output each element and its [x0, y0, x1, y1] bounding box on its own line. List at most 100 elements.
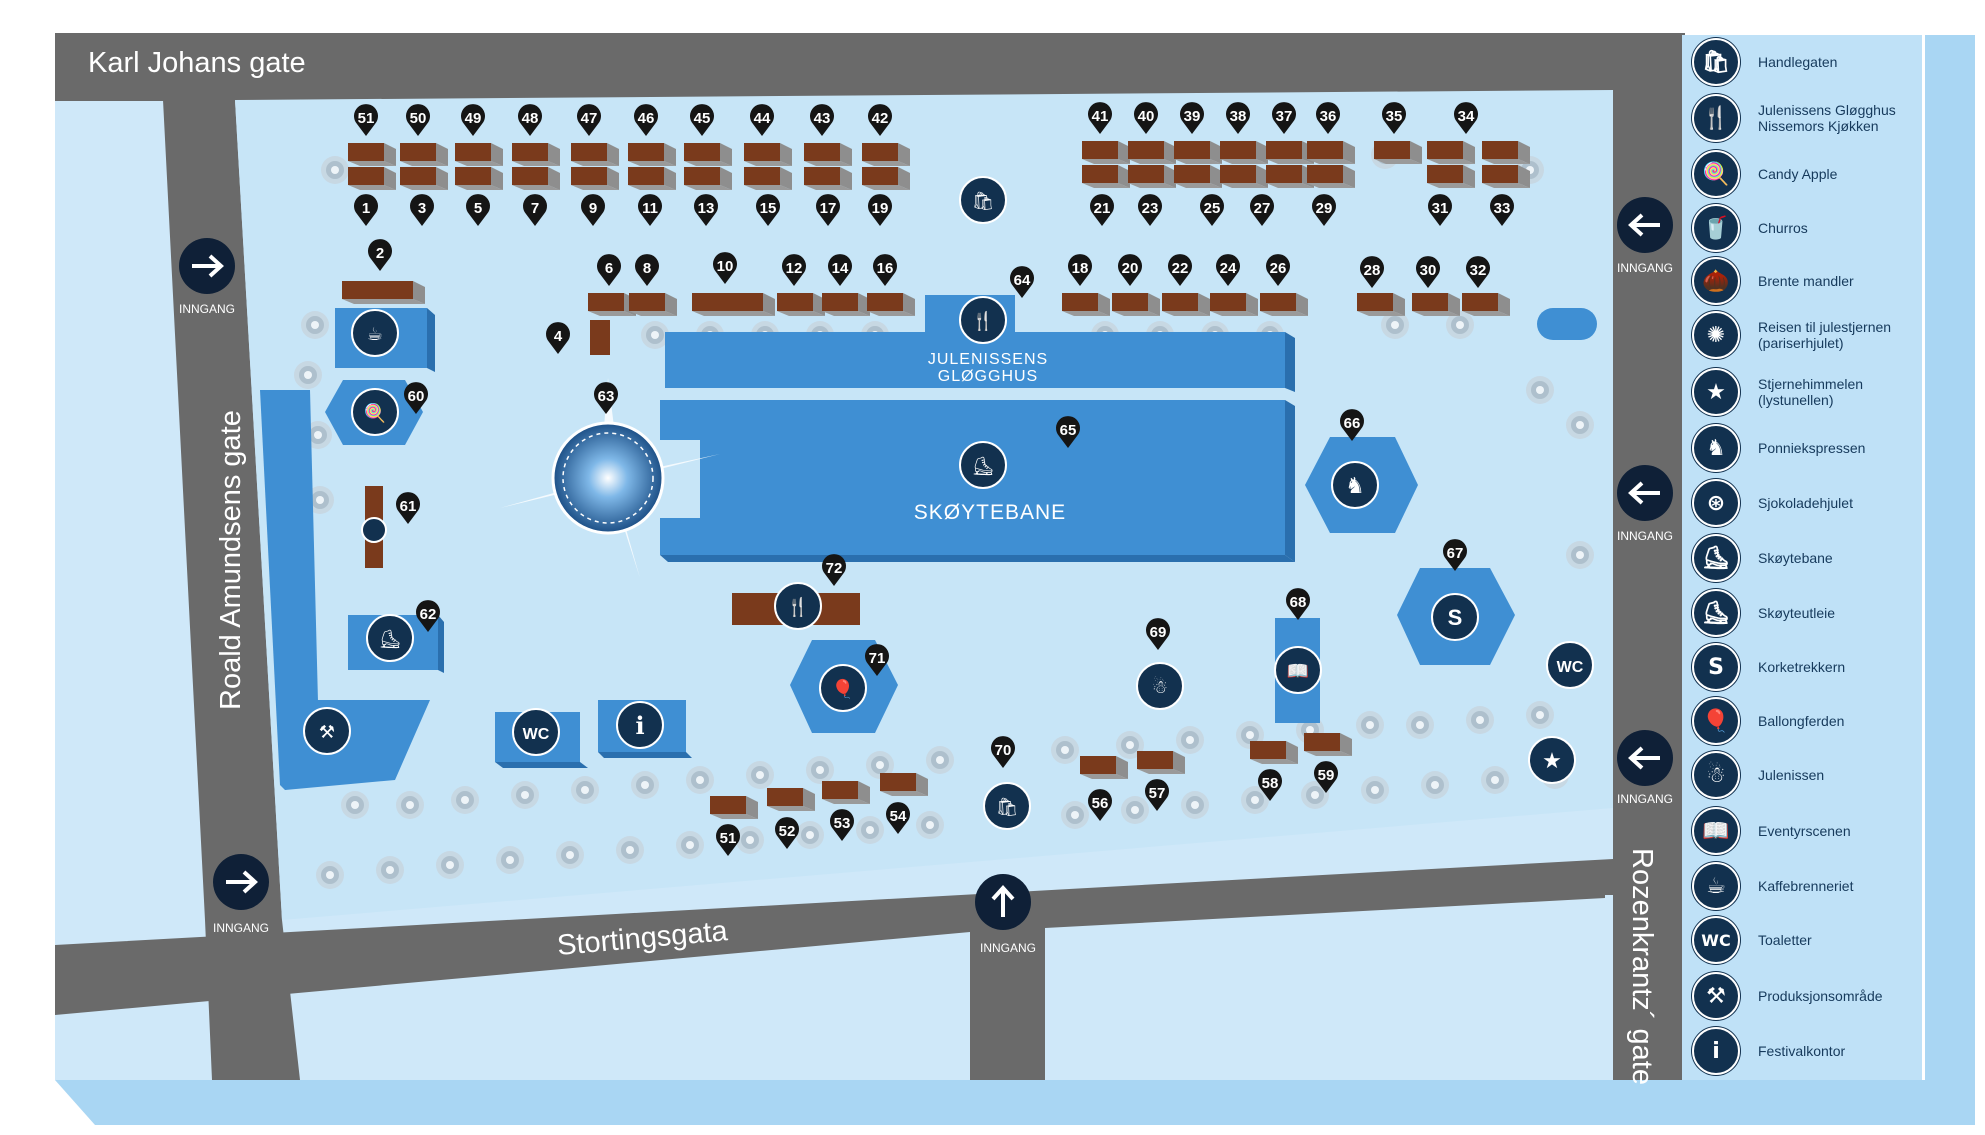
map-pin: 42: [868, 104, 893, 136]
map-pin: 61: [395, 492, 420, 524]
pin-number: 60: [408, 388, 425, 405]
map-pin: 57: [1145, 779, 1170, 811]
ferris-wheel-icon: ✺: [1692, 311, 1740, 359]
legend-item: 🍭Candy Apple: [1692, 150, 1837, 198]
pin-number: 49: [465, 110, 482, 127]
map-pin: 47: [577, 104, 602, 136]
pin-number: 1: [362, 200, 370, 217]
bag-icon: 🛍: [959, 176, 1007, 224]
santa-icon: ☃: [1136, 662, 1184, 710]
legend-label: Ponniekspressen: [1758, 440, 1866, 456]
map-pin: 31: [1428, 194, 1452, 226]
map-pin: 23: [1138, 194, 1163, 226]
map-pin: 52: [774, 817, 800, 849]
map-pin: 33: [1490, 194, 1515, 226]
legend-label: Sjokoladehjulet: [1758, 495, 1853, 511]
legend-label: Kaffebrenneriet: [1758, 878, 1854, 894]
churros-icon: 🥤: [1692, 204, 1740, 252]
svg-text:WC: WC: [523, 726, 550, 743]
pin-number: 54: [890, 808, 907, 825]
map-pin: 51: [353, 104, 378, 136]
pin-number: 36: [1320, 108, 1337, 125]
road-karl-johans-gate: [55, 33, 1685, 101]
pin-number: 32: [1470, 262, 1487, 279]
pin-number: 64: [1014, 272, 1031, 289]
map-pin: 16: [872, 254, 897, 286]
bag-icon: 🛍: [1692, 38, 1740, 86]
wheel-icon: [361, 517, 387, 543]
entrance-east-middle[interactable]: INNGANG: [1617, 465, 1673, 543]
map-pin: 30: [1416, 256, 1440, 288]
map-pin: 62: [416, 600, 440, 632]
map-pin: 35: [1382, 102, 1406, 134]
pin-number: 6: [605, 260, 613, 277]
skate-icon: ⛸: [366, 614, 414, 662]
street-roald-amundsens-gate: Roald Amundsens gate: [215, 410, 247, 710]
map-pin: 19: [868, 194, 893, 226]
legend-item: 🥤 Churros: [1692, 204, 1808, 252]
pin-number: 26: [1270, 260, 1287, 277]
ferris-wheel[interactable]: [500, 378, 720, 578]
road-stortingsgata: [55, 855, 1685, 1080]
pin-number: 65: [1060, 422, 1077, 439]
info-icon: i: [1692, 1027, 1740, 1075]
map-pin: 48: [517, 104, 542, 136]
map-pin: 25: [1200, 194, 1224, 226]
info-icon: i: [616, 701, 664, 749]
entrance-label: INNGANG: [980, 941, 1036, 955]
map-pin: 1: [353, 194, 378, 226]
cutlery-drink-icon: 🍴: [1692, 94, 1740, 142]
entrance-west-bottom[interactable]: INNGANG: [213, 854, 269, 935]
legend-item: ☃Julenissen: [1692, 751, 1824, 799]
map-shadow-bottom: [55, 1080, 1965, 1125]
map-icon-badges[interactable]: 🛍 🍴 ⛸ ☕ 🍭 ⛸ ⚒ WC i 🍴 🎈 🛍 ☃ 📖 ♞ S WC ★: [303, 176, 1594, 830]
pin-number: 50: [410, 110, 427, 127]
entrance-east-bottom[interactable]: INNGANG: [1617, 730, 1673, 806]
map-pin: 53: [830, 809, 855, 841]
map-pin: 60: [404, 382, 428, 414]
entrance-south[interactable]: INNGANG: [975, 874, 1036, 955]
pin-number: 2: [376, 245, 384, 262]
pin-number: 13: [698, 200, 715, 217]
entrance-west-top[interactable]: INNGANG: [179, 238, 235, 316]
balloon-icon: 🎈: [819, 664, 867, 712]
glogghus-label-line2: GLØGGHUS: [938, 368, 1038, 385]
pin-number: 70: [995, 742, 1012, 759]
book-icon: 📖: [1274, 646, 1322, 694]
pin-number: 22: [1172, 260, 1189, 277]
map-pin: 41: [1088, 102, 1113, 134]
map-pin: 67: [1443, 539, 1467, 571]
tools-icon: ⚒: [1692, 972, 1740, 1020]
map-pin: 38: [1226, 102, 1251, 134]
entrance-label: INNGANG: [1617, 529, 1673, 543]
legend-item: 📖Eventyrscenen: [1692, 807, 1851, 855]
legend-label: Churros: [1758, 220, 1808, 236]
map-pin: 64: [1010, 266, 1035, 298]
pin-number: 68: [1290, 594, 1307, 611]
pin-number: 47: [581, 110, 598, 127]
map-pin: 70: [990, 736, 1016, 768]
map-pin: 28: [1360, 256, 1385, 288]
pin-number: 20: [1122, 260, 1139, 277]
map-pin: 36: [1316, 102, 1341, 134]
horse-icon: ♞: [1692, 424, 1740, 472]
map-pin: 44: [749, 104, 774, 136]
legend-label: Julenissens Gløgghus Nissemors Kjøkken: [1758, 102, 1896, 134]
entrance-label: INNGANG: [1617, 261, 1673, 275]
glogghus-label-line1: JULENISSENS: [928, 351, 1048, 368]
corkscrew-icon: S: [1692, 643, 1740, 691]
map-pin: 65: [1055, 416, 1080, 448]
pin-number: 7: [531, 200, 539, 217]
legend-item: 🛍Handlegaten: [1692, 38, 1837, 86]
candy-apple-icon: 🍭: [351, 388, 399, 436]
star-icon: ★: [1528, 736, 1576, 784]
legend-item: 🍴 Julenissens Gløgghus Nissemors Kjøkken: [1692, 94, 1896, 142]
entrance-east-top[interactable]: INNGANG: [1617, 197, 1673, 275]
pill-building: [1537, 308, 1597, 340]
candy-apple-icon: 🍭: [1692, 150, 1740, 198]
pin-number: 16: [877, 260, 894, 277]
corkscrew-icon: S: [1431, 593, 1479, 641]
legend-label: Stjernehimmelen (lystunellen): [1758, 376, 1864, 408]
